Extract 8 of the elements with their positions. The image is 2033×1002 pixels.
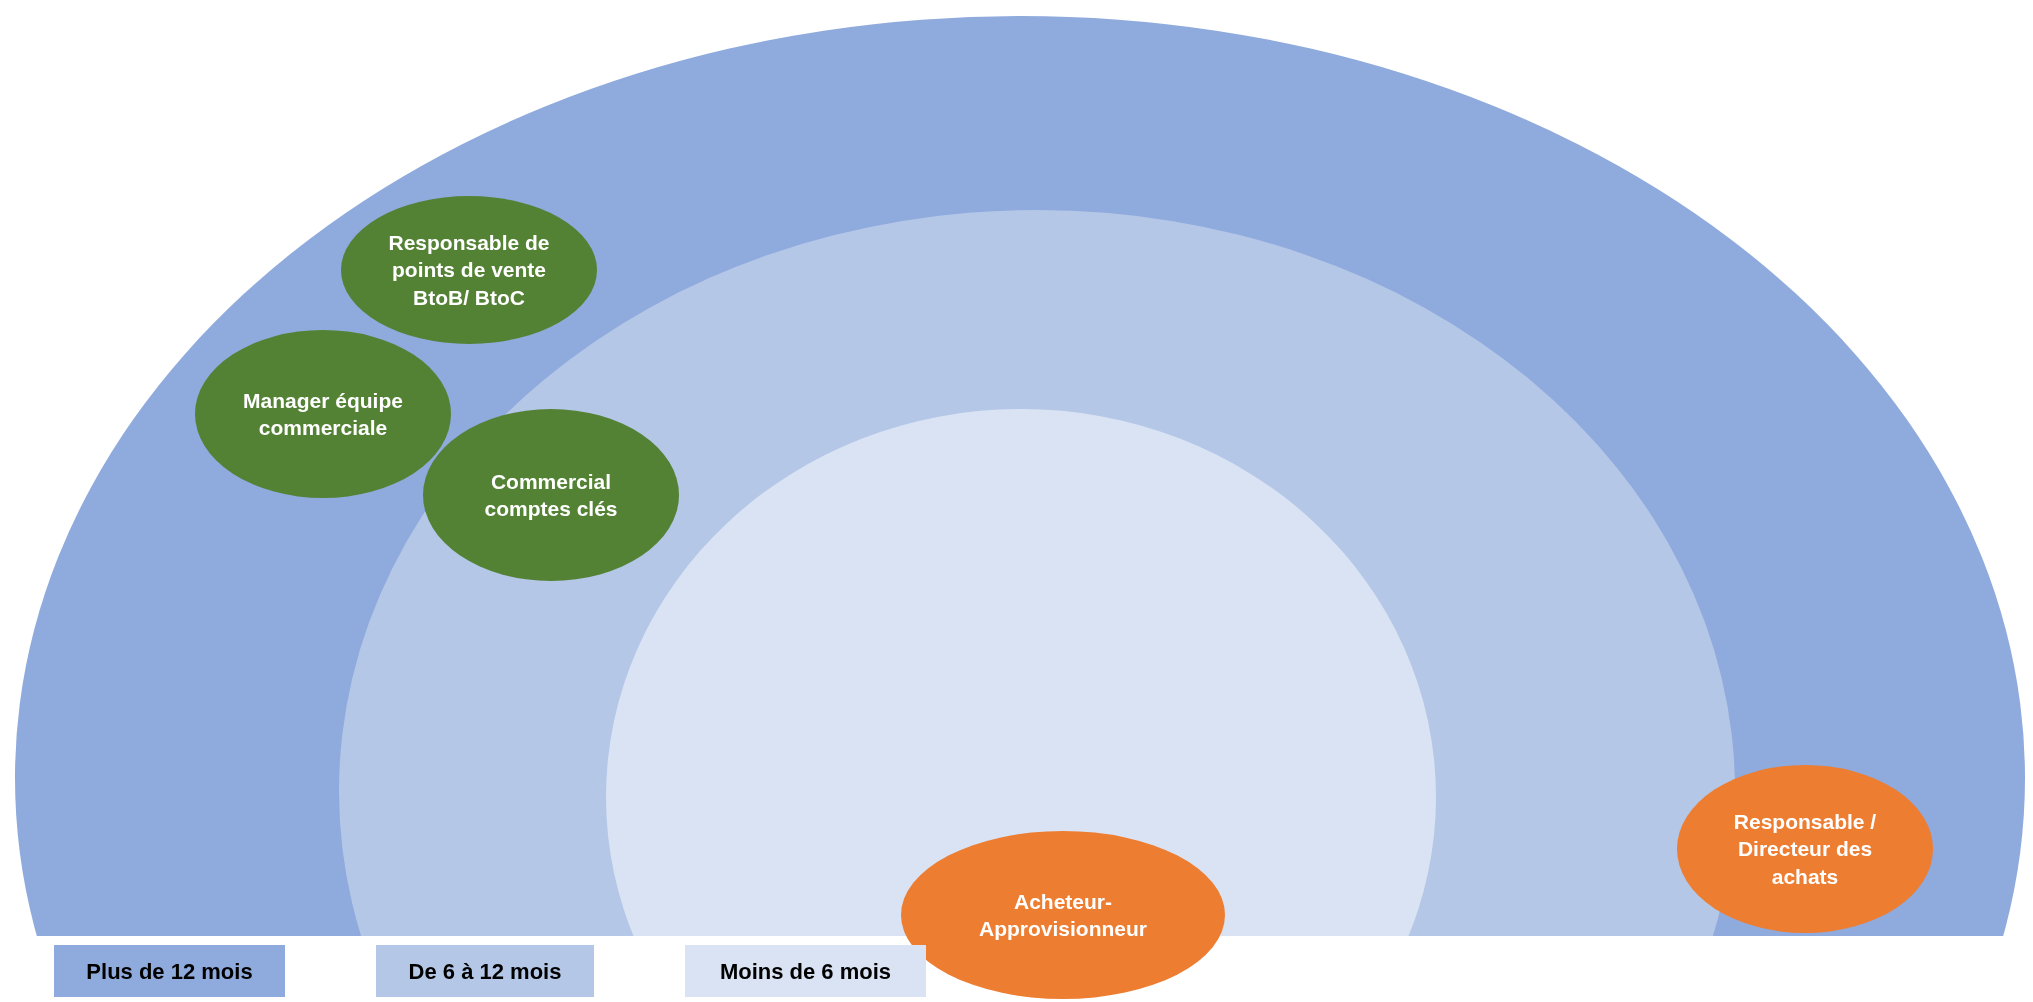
- legend-label: De 6 à 12 mois: [408, 957, 562, 986]
- role-label: Responsable / Directeur des achats: [1732, 809, 1878, 890]
- role-label: Manager équipe commerciale: [242, 387, 404, 441]
- role-label: Commercial comptes clés: [483, 468, 619, 522]
- role-label: Acheteur-Approvisionneur: [978, 888, 1148, 942]
- legend-label: Moins de 6 mois: [719, 957, 892, 986]
- legend-label: Plus de 12 mois: [86, 957, 253, 986]
- role-label: Responsable de points de vente BtoB/ BtoC: [387, 230, 551, 311]
